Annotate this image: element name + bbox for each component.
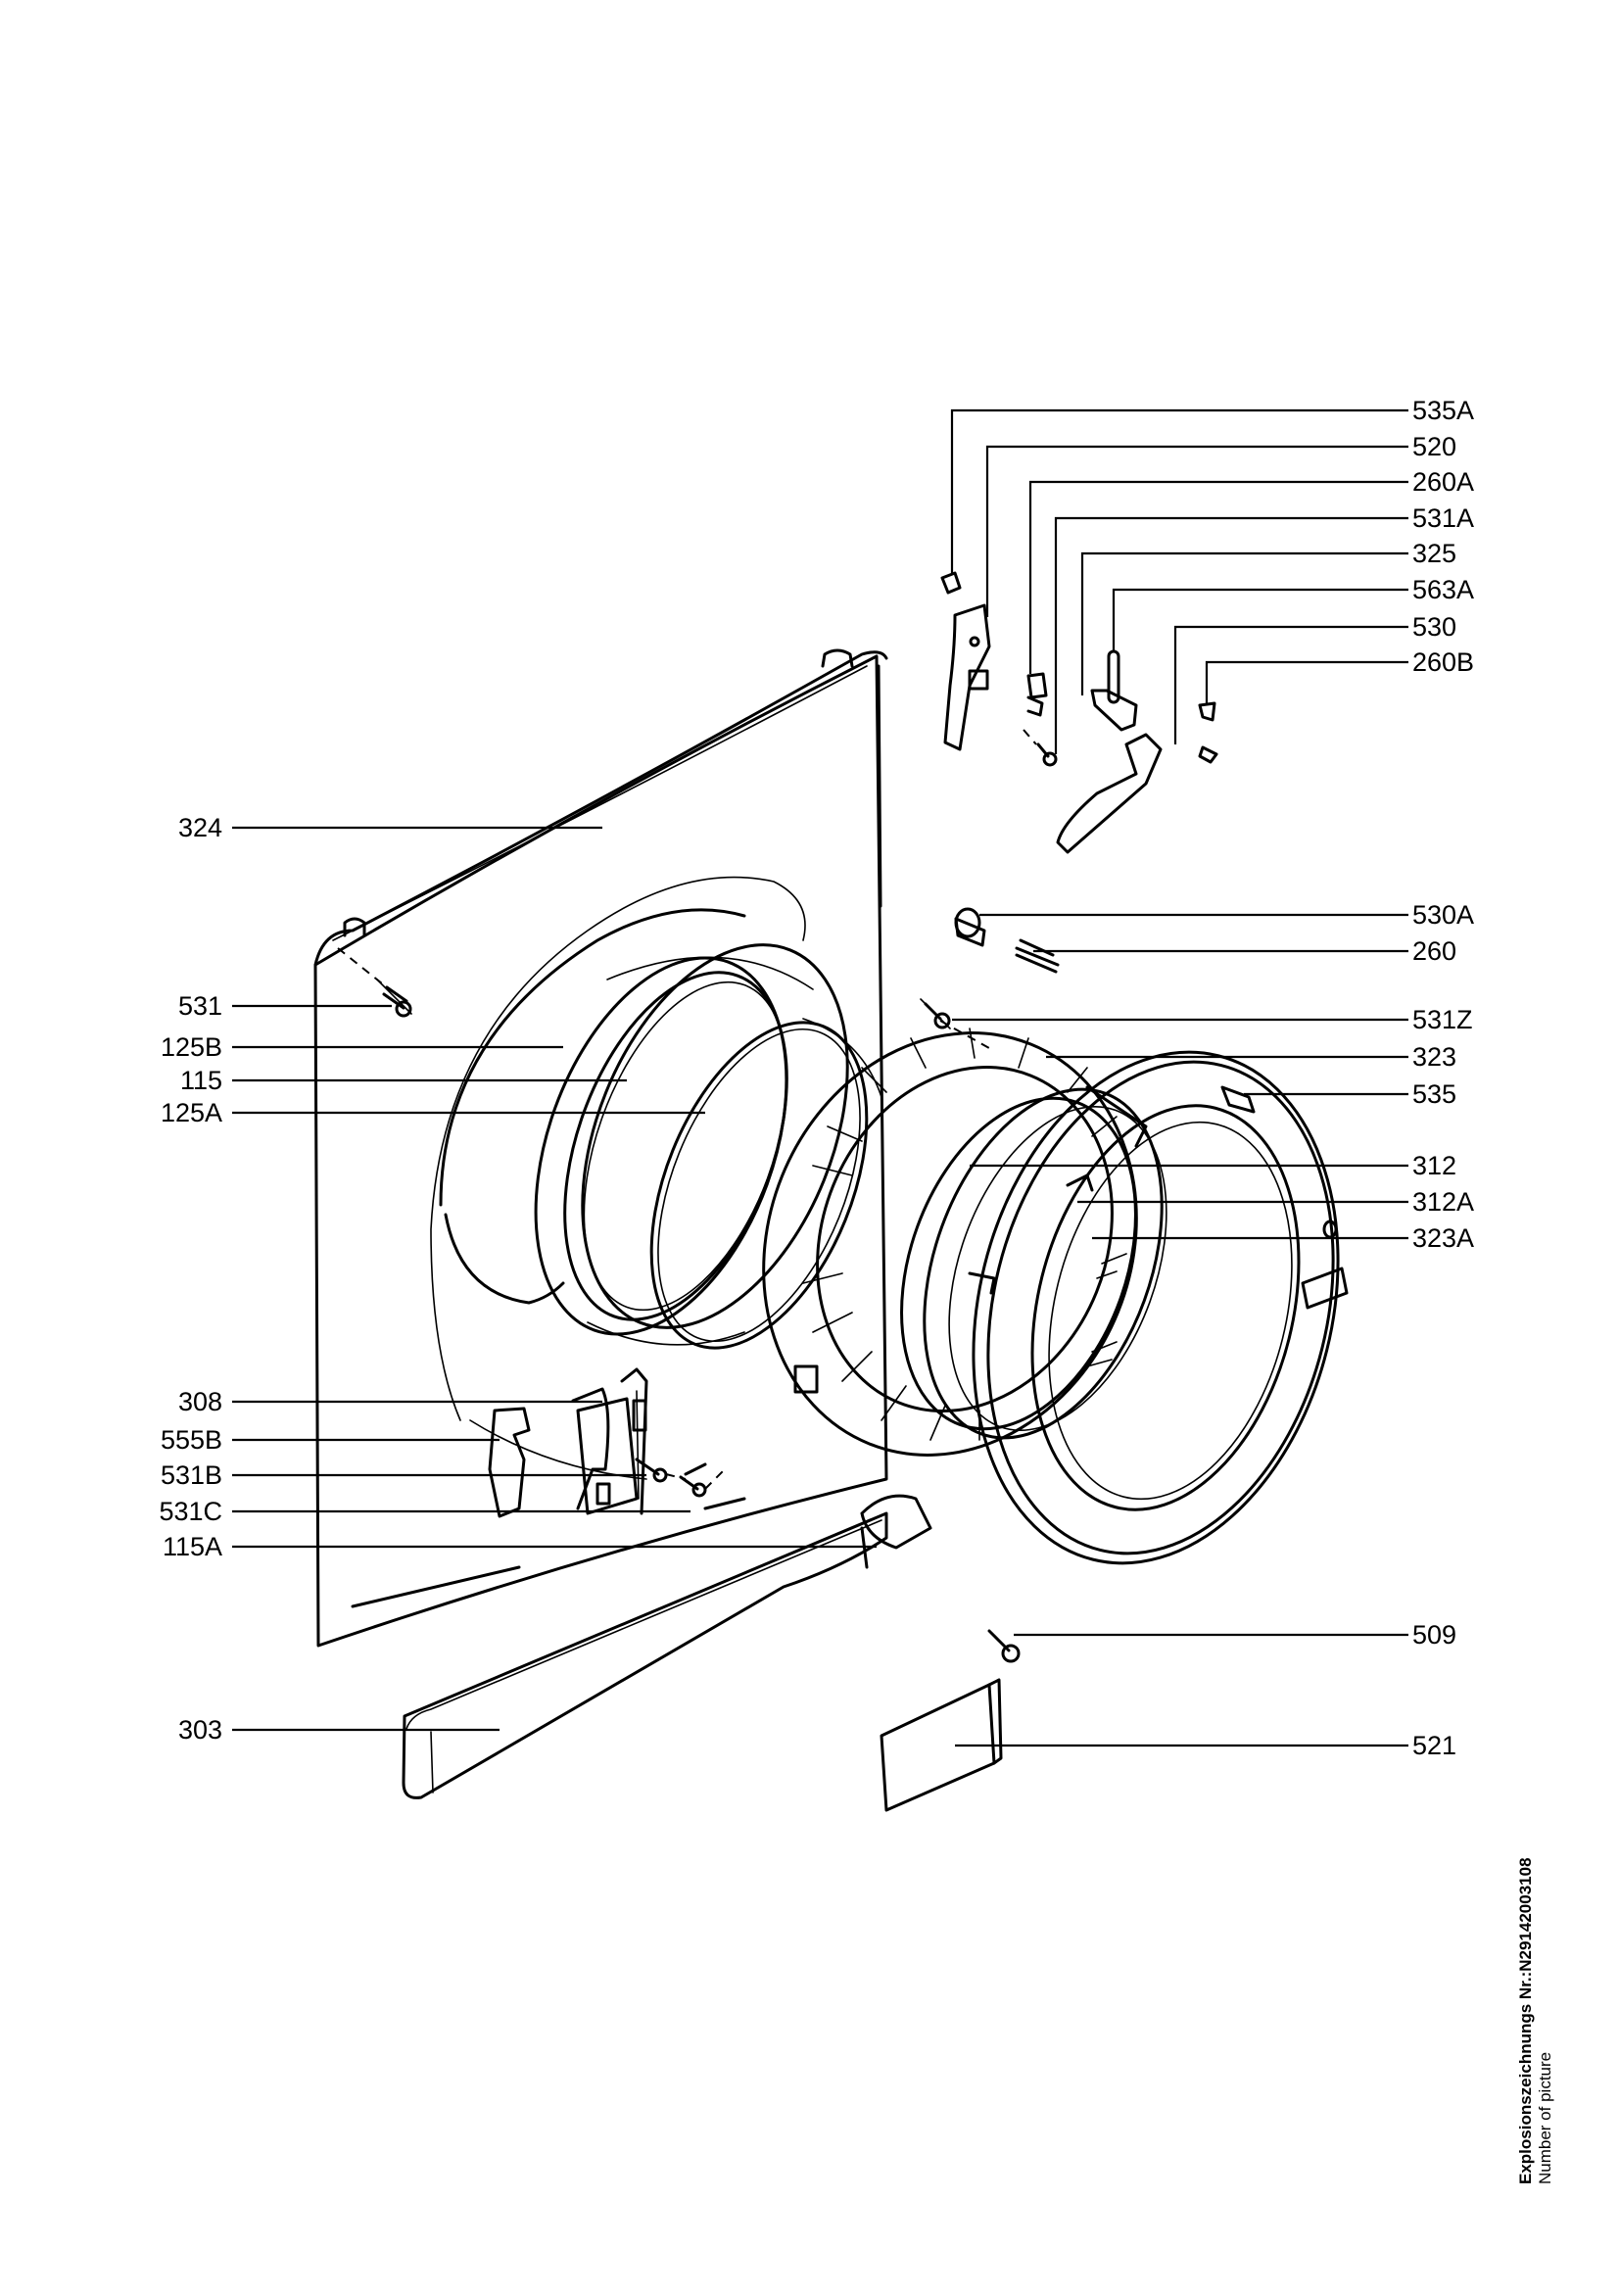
labels-left: 324 531 125B 115 125A 308 555B 531B 531C… xyxy=(159,813,222,1745)
label-521: 521 xyxy=(1412,1731,1456,1760)
label-520: 520 xyxy=(1412,432,1456,461)
dashed-assembly-lines xyxy=(337,729,1037,1490)
label-531A: 531A xyxy=(1412,503,1474,533)
label-125B: 125B xyxy=(161,1032,222,1062)
hinge-308 xyxy=(488,1367,648,1518)
label-260A: 260A xyxy=(1412,467,1474,497)
caption-drawing-number: Explosionszeichnungs Nr.:N29142003108 xyxy=(1516,1857,1535,2184)
label-535A: 535A xyxy=(1412,396,1474,425)
screws xyxy=(376,742,1058,1663)
label-555B: 555B xyxy=(161,1425,222,1455)
lock-parts xyxy=(954,907,1256,1114)
label-115: 115 xyxy=(180,1066,222,1095)
door-glass-312 xyxy=(900,1087,1167,1440)
label-509: 509 xyxy=(1412,1620,1456,1650)
label-323A: 323A xyxy=(1412,1223,1474,1253)
door-outer-ring-323A xyxy=(972,1050,1349,1565)
button-521 xyxy=(880,1678,1003,1812)
clamp-ring-125A xyxy=(649,1018,882,1350)
label-312: 312 xyxy=(1412,1151,1456,1180)
label-312A: 312A xyxy=(1412,1187,1474,1217)
label-531: 531 xyxy=(178,991,222,1021)
picture-number-caption: Explosionszeichnungs Nr.:N29142003108 Nu… xyxy=(1516,1793,1555,2184)
kick-panel-303 xyxy=(402,1494,932,1799)
label-125A: 125A xyxy=(161,1098,222,1127)
label-308: 308 xyxy=(178,1387,222,1416)
label-531B: 531B xyxy=(161,1460,222,1490)
label-530A: 530A xyxy=(1412,900,1474,930)
label-115A: 115A xyxy=(163,1532,222,1561)
label-260B: 260B xyxy=(1412,647,1474,677)
door-inner-frame-323 xyxy=(762,1028,1148,1457)
front-panel-324 xyxy=(313,648,888,1648)
door-seal-115 xyxy=(534,943,849,1346)
label-303: 303 xyxy=(178,1715,222,1745)
handle-assembly xyxy=(940,571,1218,854)
caption-subtitle: Number of picture xyxy=(1536,2051,1554,2184)
label-563A: 563A xyxy=(1412,575,1474,604)
leader-lines xyxy=(232,408,1408,1747)
label-535: 535 xyxy=(1412,1079,1456,1109)
label-324: 324 xyxy=(178,813,222,842)
label-323: 323 xyxy=(1412,1042,1456,1072)
label-531C: 531C xyxy=(159,1497,222,1526)
labels-right: 535A 520 260A 531A 325 563A 530 260B 530… xyxy=(1412,396,1474,1760)
label-325: 325 xyxy=(1412,539,1456,568)
label-530: 530 xyxy=(1412,612,1456,642)
label-531Z: 531Z xyxy=(1412,1005,1473,1034)
label-260: 260 xyxy=(1412,936,1456,966)
